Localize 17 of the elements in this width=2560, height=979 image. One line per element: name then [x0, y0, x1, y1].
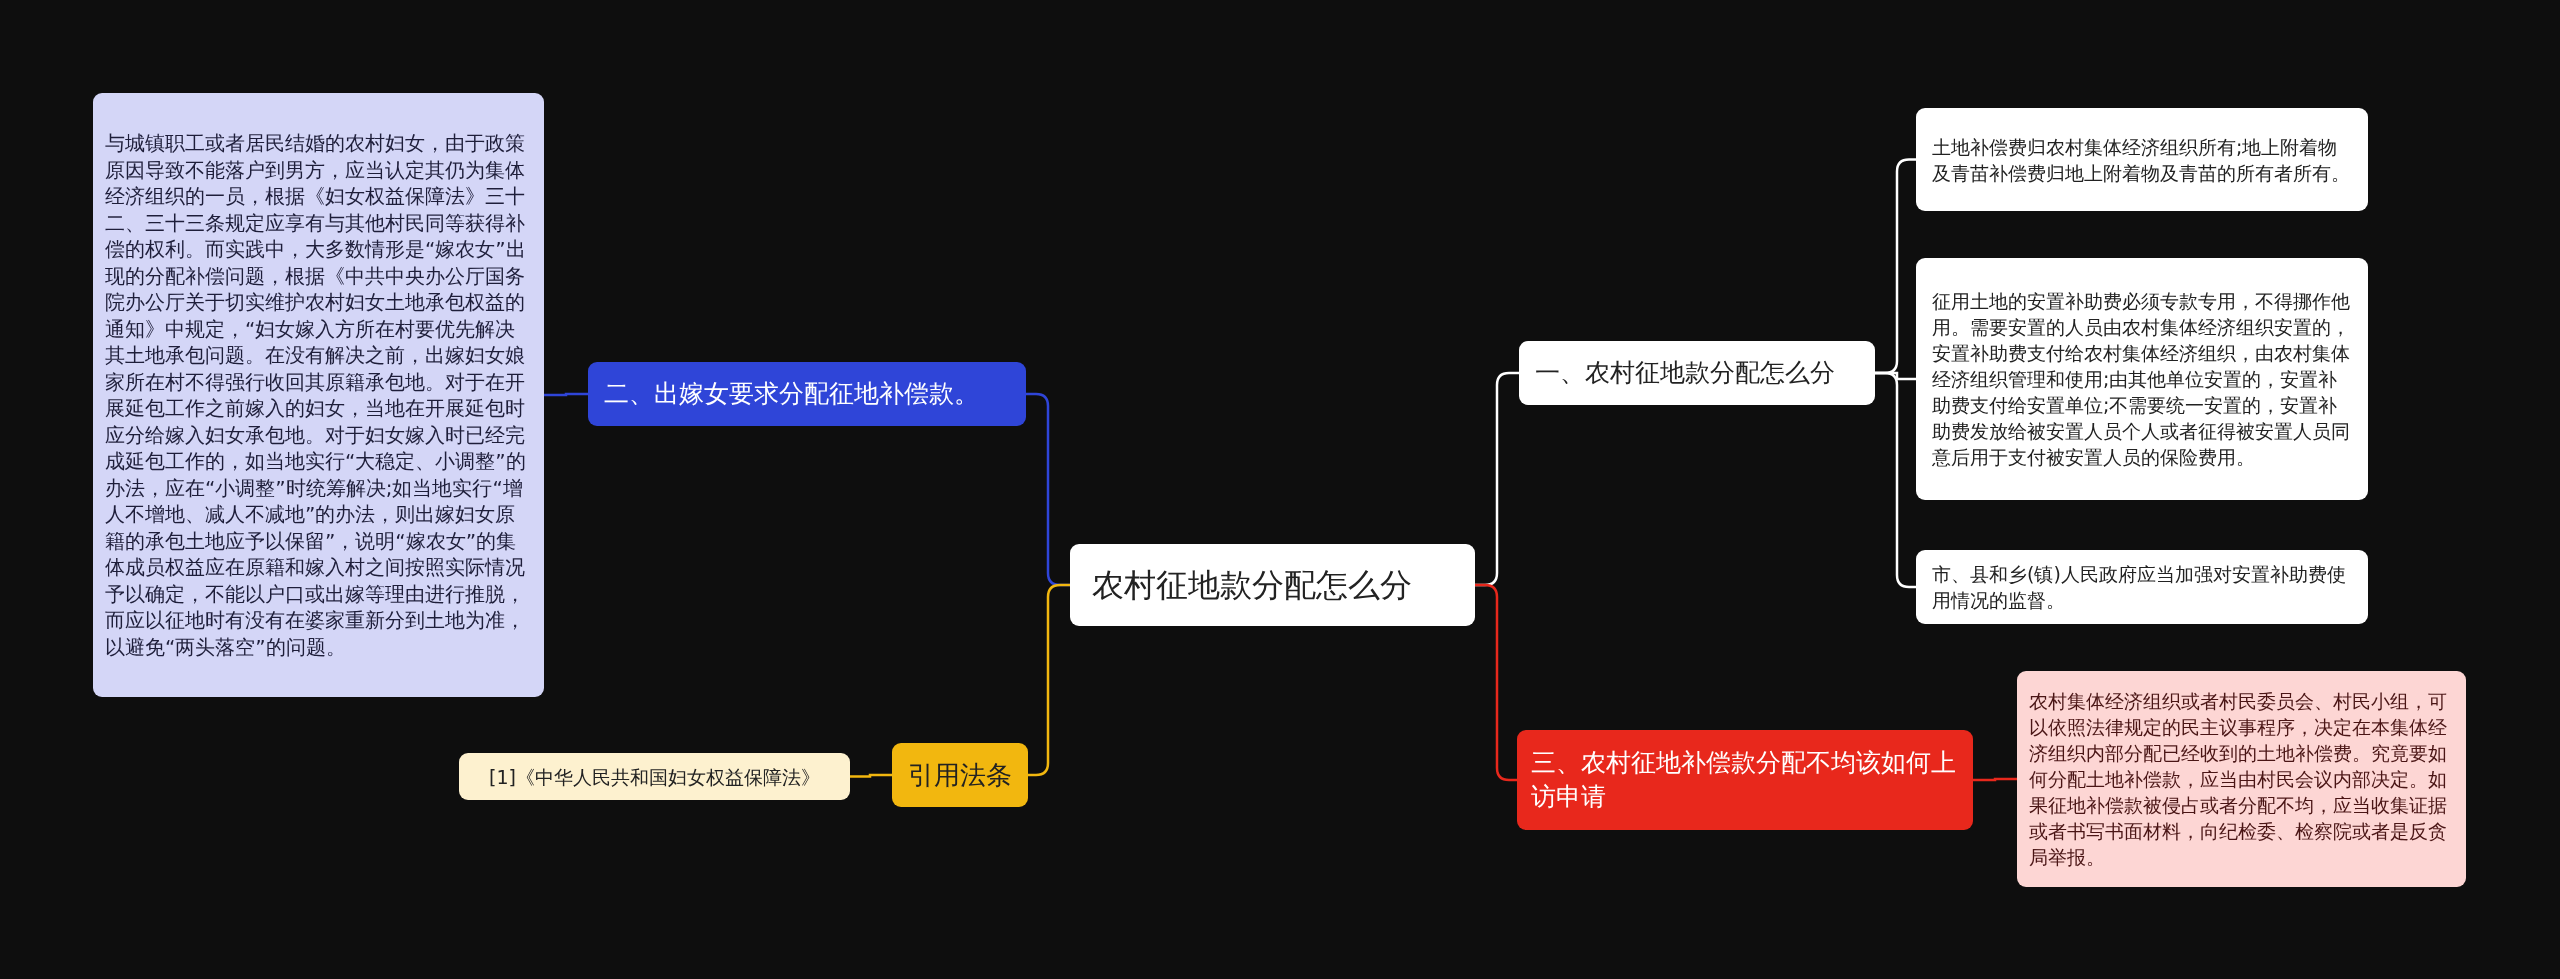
- root-topic: 农村征地款分配怎么分: [1070, 544, 1475, 626]
- detail-text-box: 与城镇职工或者居民结婚的农村妇女，由于政策原因导致不能落户到男方，应当认定其仍为集体经济组织的一员，根据《妇女权益保障法》三十二、三十三条规定应享有与其他村民同等获得补偿的权利。而实践中，大多数情形是“嫁农女”出现的分配补偿问题，根据《中共中央办公厅国务院办公厅关于切实维护农村妇女土地承包权益的通知》中规定，“妇女嫁入方所在村要优先解决其土地承包问题。在没有解决之前，出嫁妇女娘家所在村不得强行收回其原籍承包地。对于在开展延包工作之前嫁入的妇女，当地在开展延包时应分给嫁入妇女承包地。对于妇女嫁入时已经完成延包工作的，如当地实行“大稳定、小调整”的办法，应在“小调整”时统筹解决;如当地实行“增人不增地、减人不减地”的办法，则出嫁妇女原籍的承包土地应予以保留”，说明“嫁农女”的集体成员权益应在原籍和嫁入村之间按照实际情况予以确定，不能以户口或出嫁等理由进行推脱，而应以征地时有没有在婆家重新分到土地为准，以避免“两头落空”的问题。: [93, 93, 544, 697]
- connector-line: [1875, 371, 1916, 589]
- detail-text-box: 征用土地的安置补助费必须专款专用，不得挪作他用。需要安置的人员由农村集体经济组织安置的，安置补助费支付给农村集体经济组织，由农村集体经济组织管理和使用;由其他单位安置的，安置补助费支付给安置单位;不需要统一安置的，安置补助费发放给被安置人员个人或者征得被安置人员同意后用于支付被安置人员的保险费用。: [1916, 258, 2368, 500]
- connector-line: [850, 773, 892, 778]
- branch-topic: 三、农村征地补偿款分配不均该如何上访申请: [1517, 730, 1973, 830]
- reference-text-box: [1]《中华人民共和国妇女权益保障法》: [459, 753, 850, 800]
- connector-line: [1973, 777, 2017, 782]
- connector-line: [1028, 583, 1070, 777]
- detail-text-box: 土地补偿费归农村集体经济组织所有;地上附着物及青苗补偿费归地上附着物及青苗的所有者所有。: [1916, 108, 2368, 211]
- branch-topic: 一、农村征地款分配怎么分: [1519, 341, 1875, 405]
- branch-topic: 引用法条: [892, 743, 1028, 807]
- detail-text-box: 农村集体经济组织或者村民委员会、村民小组，可以依照法律规定的民主议事程序，决定在本集体经济组织内部分配已经收到的土地补偿费。究竟要如何分配土地补偿款，应当由村民会议内部决定。如果征地补偿款被侵占或者分配不均，应当收集证据或者书写书面材料，向纪检委、检察院或者是反贪局举报。: [2017, 671, 2466, 887]
- branch-topic: 二、出嫁女要求分配征地补偿款。: [588, 362, 1026, 426]
- detail-text-box: 市、县和乡(镇)人民政府应当加强对安置补助费使用情况的监督。: [1916, 550, 2368, 624]
- connector-line: [1475, 583, 1517, 782]
- connector-line: [544, 392, 588, 397]
